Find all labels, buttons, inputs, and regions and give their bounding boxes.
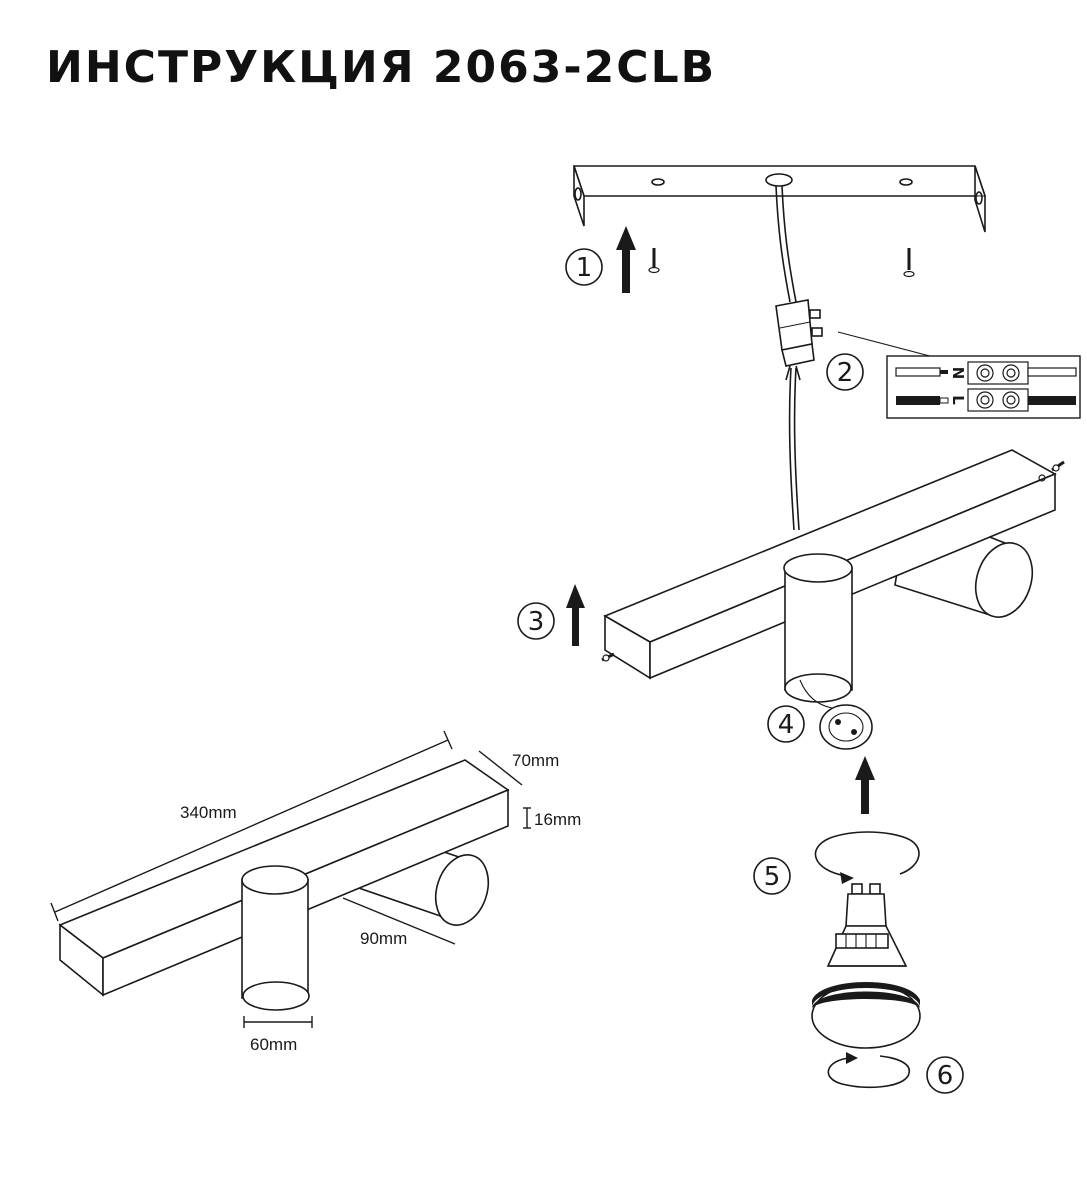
front-spot-cylinder [783, 553, 853, 703]
twist-arrow-upper [814, 831, 920, 884]
dim-depth-line [478, 750, 523, 786]
dim-spot-length-line [342, 897, 456, 945]
step-2-number: 2 [837, 358, 854, 388]
step-4-marker: 4 [767, 705, 805, 743]
dim-spot-length-label: 90mm [360, 929, 407, 948]
step-3-number: 3 [528, 607, 545, 637]
dim-spot-diameter-label: 60mm [250, 1035, 297, 1054]
luminaire-body [603, 449, 1057, 703]
mounting-screw-right [903, 248, 915, 278]
step-1-arrow [616, 226, 636, 293]
step-1-marker: 1 [565, 248, 603, 286]
twist-arrow-lower [827, 1052, 911, 1089]
dimension-drawing: 340mm 70mm 16mm 90mm 60mm [50, 730, 581, 1054]
step-6-marker: 6 [926, 1056, 964, 1094]
wiring-detail: N L [886, 355, 1081, 419]
lens-ring [811, 982, 921, 1049]
step-3-marker: 3 [517, 602, 555, 640]
step-3-arrow [566, 584, 585, 646]
step-4-arrow [855, 756, 875, 814]
step-4-number: 4 [778, 710, 795, 740]
step-2-marker: 2 [826, 353, 864, 391]
body-screw-right [1051, 460, 1065, 472]
page-title: ИНСТРУКЦИЯ 2063-2CLB [46, 42, 717, 93]
mounting-screw-left [648, 248, 660, 274]
terminal-block [775, 299, 823, 381]
gu10-bulb [826, 883, 908, 967]
dim-length-line [54, 739, 449, 913]
gu10-socket [799, 679, 873, 750]
step-5-marker: 5 [753, 857, 791, 895]
neutral-label: N [949, 367, 967, 380]
dim-depth-label: 70mm [512, 751, 559, 770]
supply-cable [775, 185, 800, 531]
body-screw-left [601, 652, 615, 662]
dim-length-label: 340mm [180, 803, 237, 822]
live-label: L [949, 395, 967, 405]
step-5-number: 5 [764, 862, 781, 892]
dim-front-spot-cylinder [241, 865, 310, 1011]
step-1-number: 1 [576, 253, 593, 283]
step-6-number: 6 [937, 1061, 954, 1091]
dim-height-label: 16mm [534, 810, 581, 829]
mounting-bracket [572, 165, 987, 233]
